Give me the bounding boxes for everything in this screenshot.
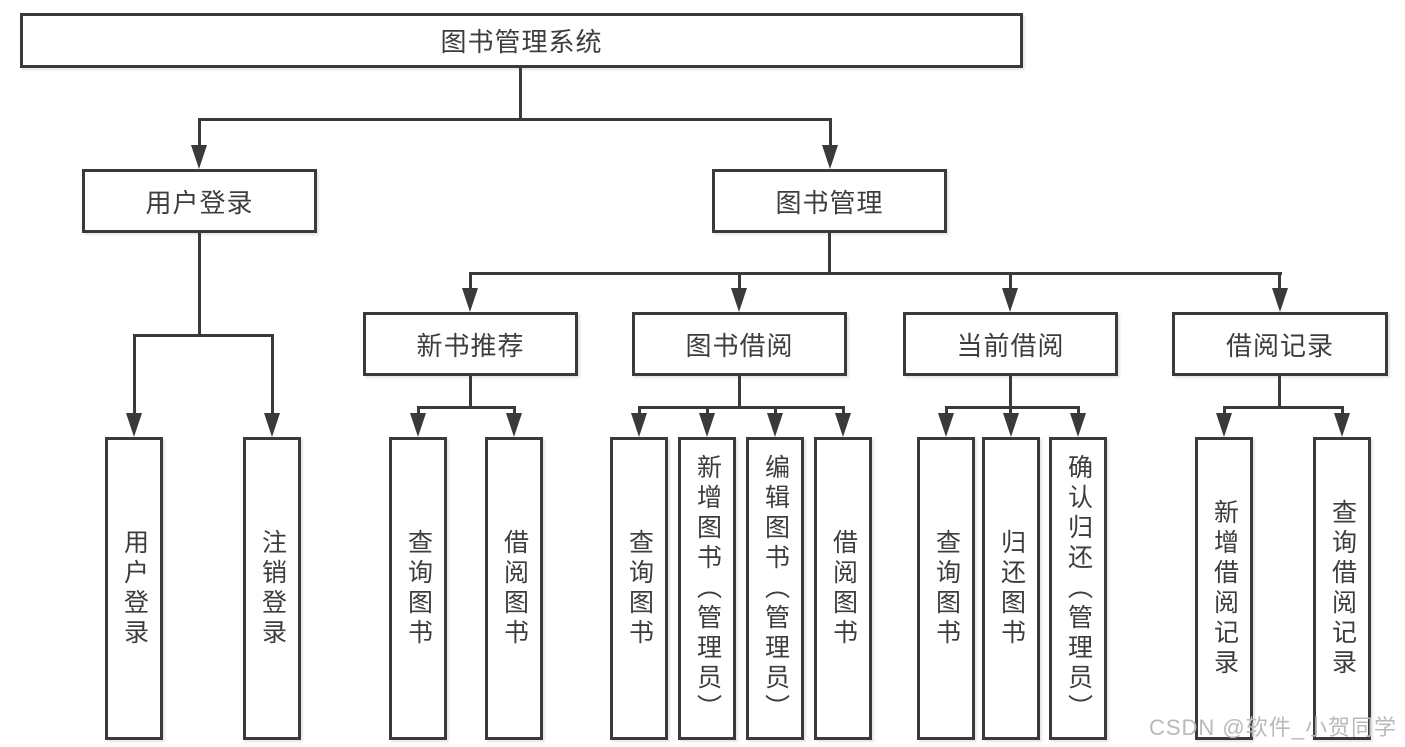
leaf-return-book: 归还图书: [982, 437, 1040, 740]
arrow-down-icon: [1334, 413, 1350, 437]
arrow-down-icon: [731, 288, 747, 312]
connector-line: [1009, 406, 1012, 415]
node-root: 图书管理系统: [20, 13, 1023, 68]
leaf-query-books-borrow: 查询图书: [610, 437, 668, 740]
connector-line: [513, 406, 516, 415]
leaf-add-book-admin: 新增图书（管理员）: [678, 437, 736, 740]
arrow-down-icon: [767, 413, 783, 437]
arrow-down-icon: [1002, 288, 1018, 312]
connector-line: [469, 376, 472, 408]
connector-line: [638, 406, 641, 415]
connector-line: [417, 406, 516, 409]
leaf-borrow-books: 借阅图书: [814, 437, 872, 740]
arrow-down-icon: [264, 413, 280, 437]
arrow-down-icon: [410, 413, 426, 437]
arrow-down-icon: [1216, 413, 1232, 437]
arrow-down-icon: [938, 413, 954, 437]
connector-line: [1077, 406, 1080, 415]
node-book-borrow: 图书借阅: [632, 312, 847, 376]
connector-line: [738, 376, 741, 408]
arrow-down-icon: [822, 145, 838, 169]
leaf-add-borrow-record: 新增借阅记录: [1195, 437, 1253, 740]
connector-line: [738, 272, 741, 289]
leaf-edit-book-admin: 编辑图书（管理员）: [746, 437, 804, 740]
connector-line: [133, 334, 136, 414]
connector-line: [1009, 272, 1012, 289]
connector-line: [828, 233, 831, 274]
leaf-query-borrow-record: 查询借阅记录: [1313, 437, 1371, 740]
connector-line: [842, 406, 845, 415]
leaf-confirm-return-admin: 确认归还（管理员）: [1049, 437, 1107, 740]
arrow-down-icon: [1272, 288, 1288, 312]
leaf-query-books-recommend: 查询图书: [389, 437, 447, 740]
connector-line: [1341, 406, 1344, 415]
node-user-login: 用户登录: [82, 169, 317, 233]
connector-line: [519, 68, 522, 119]
connector-line: [1009, 376, 1012, 408]
connector-line: [198, 118, 832, 121]
connector-line: [1278, 376, 1281, 408]
connector-line: [133, 334, 274, 337]
arrow-down-icon: [126, 413, 142, 437]
connector-line: [1278, 272, 1281, 289]
connector-line: [706, 406, 709, 415]
connector-line: [271, 334, 274, 414]
node-book-management: 图书管理: [712, 169, 947, 233]
connector-line: [417, 406, 420, 415]
arrow-down-icon: [631, 413, 647, 437]
connector-line: [1223, 406, 1226, 415]
leaf-query-books-current: 查询图书: [917, 437, 975, 740]
arrow-down-icon: [1070, 413, 1086, 437]
connector-line: [198, 233, 201, 336]
leaf-user-login: 用户登录: [105, 437, 163, 740]
leaf-logout: 注销登录: [243, 437, 301, 740]
arrow-down-icon: [835, 413, 851, 437]
arrow-down-icon: [462, 288, 478, 312]
connector-line: [774, 406, 777, 415]
node-borrow-records: 借阅记录: [1172, 312, 1388, 376]
connector-line: [469, 272, 472, 289]
arrow-down-icon: [506, 413, 522, 437]
arrow-down-icon: [699, 413, 715, 437]
csdn-watermark: CSDN @软件_小贺同学: [1148, 715, 1397, 740]
connector-line: [469, 272, 1282, 275]
arrow-down-icon: [191, 145, 207, 169]
connector-line: [198, 118, 201, 146]
arrow-down-icon: [1003, 413, 1019, 437]
connector-line: [638, 406, 845, 409]
node-current-borrow: 当前借阅: [903, 312, 1118, 376]
connector-line: [945, 406, 1080, 409]
connector-line: [945, 406, 948, 415]
connector-line: [1223, 406, 1344, 409]
connector-line: [829, 118, 832, 146]
leaf-borrow-books-recommend: 借阅图书: [485, 437, 543, 740]
node-new-book-recommend: 新书推荐: [363, 312, 578, 376]
